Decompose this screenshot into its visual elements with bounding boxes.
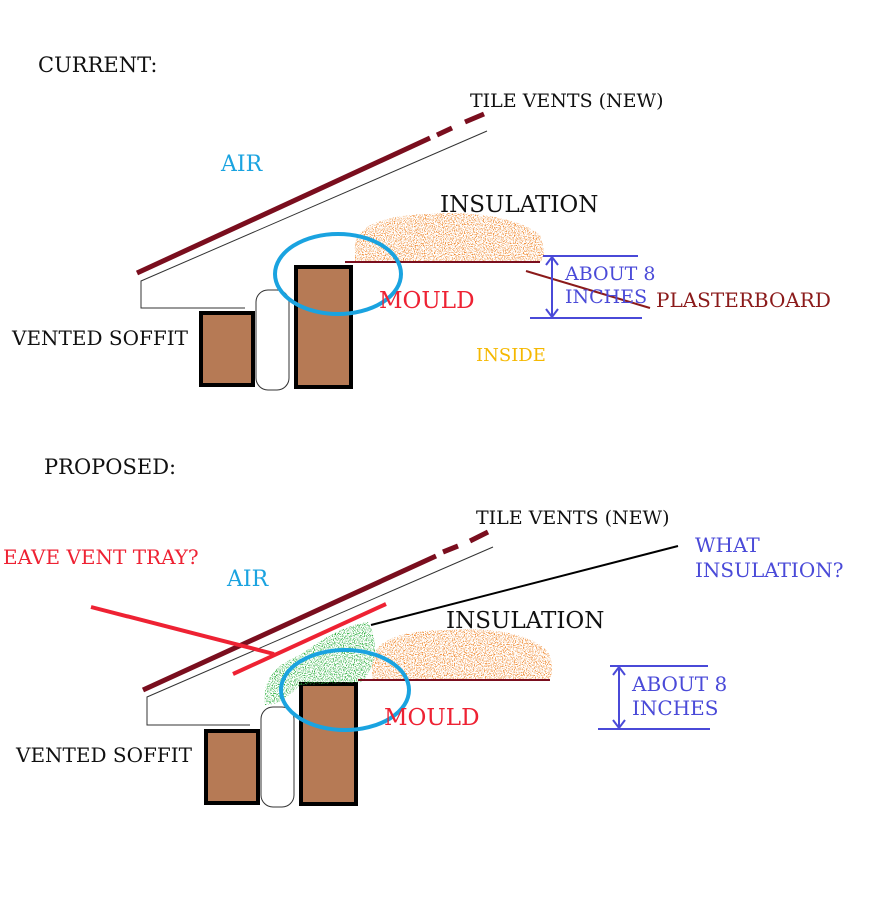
tile-vents-label: TILE VENTS (NEW) — [470, 90, 664, 112]
roof-tile-line — [141, 553, 438, 693]
tile-vent-dash — [442, 543, 459, 555]
mould-circle — [279, 648, 411, 732]
current-section: CURRENT: TILE VENTS (NEW) AIR INSU — [11, 53, 831, 391]
mould-label: MOULD — [379, 288, 475, 314]
outer-brick — [199, 311, 255, 387]
insulation-label: INSULATION — [446, 608, 604, 634]
dimension-marker — [598, 665, 710, 730]
roof-tile-line — [135, 135, 432, 276]
cavity — [260, 706, 295, 808]
mould-circle — [273, 232, 403, 316]
eave-vent-tray-label: EAVE VENT TRAY? — [3, 545, 199, 569]
vented-soffit-label: VENTED SOFFIT — [15, 743, 193, 767]
air-label: AIR — [226, 567, 270, 592]
current-title: CURRENT: — [38, 53, 157, 77]
tile-vent-dash — [435, 125, 454, 138]
inner-brick — [299, 682, 358, 806]
proposed-section: PROPOSED: — [3, 455, 843, 808]
insulation-fill — [354, 212, 544, 262]
inside-label: INSIDE — [476, 345, 546, 366]
tile-vent-dash — [468, 529, 490, 544]
plasterboard-pointer — [525, 270, 651, 309]
about-label: ABOUT 8 — [564, 263, 655, 285]
cavity — [255, 289, 290, 391]
air-label: AIR — [220, 152, 264, 177]
insulation-fill — [372, 629, 553, 680]
green-insulation-fill — [264, 622, 375, 705]
inches-label: INCHES — [632, 696, 718, 720]
plasterboard-label: PLASTERBOARD — [656, 288, 831, 312]
rafter-soffit-outline — [146, 546, 494, 726]
vented-soffit-label: VENTED SOFFIT — [11, 326, 189, 350]
proposed-title: PROPOSED: — [44, 455, 176, 479]
eave-vent-tray — [232, 602, 387, 676]
rafter-soffit-outline — [140, 130, 488, 309]
inches-label: INCHES — [565, 286, 647, 308]
eave-vent-tray-pointer — [90, 605, 275, 656]
what-insulation-pointer — [370, 545, 679, 626]
insulation-label: INSULATION — [440, 192, 598, 218]
outer-brick — [204, 729, 260, 805]
tile-vent-dash — [464, 111, 485, 125]
what-insulation-label: INSULATION? — [695, 558, 843, 582]
tile-vents-label: TILE VENTS (NEW) — [476, 507, 670, 529]
mould-label: MOULD — [384, 705, 480, 731]
dimension-marker — [530, 255, 642, 319]
what-label: WHAT — [695, 533, 760, 557]
inner-brick — [294, 265, 353, 389]
about-label: ABOUT 8 — [631, 672, 727, 696]
